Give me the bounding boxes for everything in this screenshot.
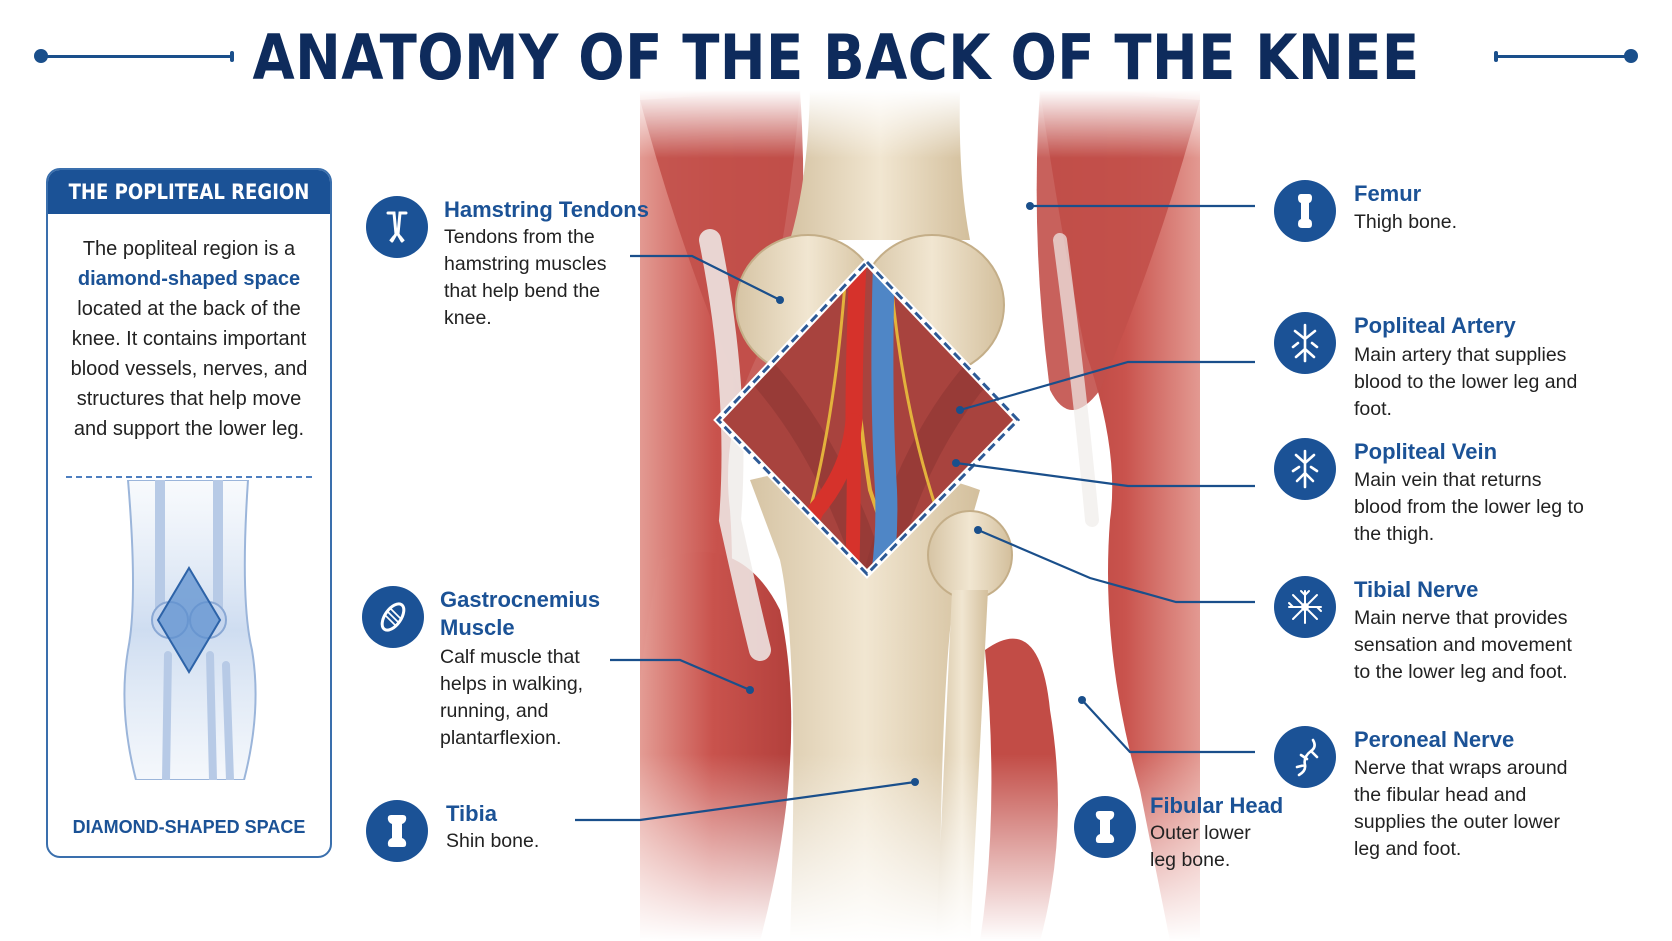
label-title: Fibular Head [1150, 793, 1284, 818]
label-description: Main artery that supplies blood to the l… [1354, 344, 1578, 420]
label-title: Tibial Nerve [1354, 577, 1479, 602]
tendon-icon [366, 196, 428, 258]
label-tibia: Tibia Shin bone. [366, 800, 566, 870]
page-title: ANATOMY OF THE BACK OF THE KNEE [252, 21, 1420, 94]
muscle-icon [362, 586, 424, 648]
label-title: Tibia [446, 801, 497, 826]
title-left-line [44, 55, 232, 58]
panel-divider [66, 476, 312, 478]
label-femur: Femur Thigh bone. [1274, 180, 1474, 250]
bone-icon [366, 800, 428, 862]
artery-icon [1274, 312, 1336, 374]
label-title: Peroneal Nerve [1354, 727, 1515, 752]
panel-text-before: The popliteal region is a [82, 238, 296, 260]
label-gastrocnemius-muscle: Gastrocnemius Muscle Calf muscle that he… [362, 586, 622, 756]
label-description: Nerve that wraps around the fibular head… [1354, 757, 1568, 860]
label-title: Popliteal Vein [1354, 439, 1498, 464]
label-title: Popliteal Artery [1354, 313, 1516, 338]
label-description: Outer lower leg bone. [1150, 822, 1251, 871]
label-description: Thigh bone. [1354, 211, 1457, 233]
panel-highlight: diamond-shaped space [77, 268, 301, 290]
title-left-tick [230, 51, 234, 62]
label-popliteal-artery: Popliteal Artery Main artery that suppli… [1274, 312, 1577, 422]
panel-text-after: located at the back of the knee. It cont… [70, 298, 308, 440]
label-title-line1: Gastrocnemius [440, 587, 601, 612]
title-right-line [1496, 55, 1632, 58]
bone-icon [1074, 796, 1136, 858]
label-description: Main nerve that provides sensation and m… [1354, 607, 1572, 683]
label-hamstring-tendons: Hamstring Tendons Tendons from the hamst… [366, 196, 656, 336]
label-tibial-nerve: Tibial Nerve Main nerve that provides se… [1274, 576, 1574, 686]
panel-caption: DIAMOND-SHAPED SPACE [72, 817, 306, 837]
title-right-dot [1624, 49, 1638, 63]
panel-description: The popliteal region is a diamond-shaped… [48, 214, 330, 444]
label-description: Calf muscle that helps in walking, runni… [440, 646, 584, 749]
nerve-icon [1274, 726, 1336, 788]
popliteal-region-panel: THE POPLITEAL REGION The popliteal regio… [46, 168, 332, 858]
title-row: ANATOMY OF THE BACK OF THE KNEE [0, 18, 1672, 98]
bone-icon [1274, 180, 1336, 242]
label-peroneal-nerve: Peroneal Nerve Nerve that wraps around t… [1274, 726, 1574, 866]
panel-heading: THE POPLITEAL REGION [48, 170, 330, 214]
knee-diagram-illustration [123, 480, 257, 780]
label-description: Shin bone. [446, 830, 540, 852]
label-popliteal-vein: Popliteal Vein Main vein that returns bl… [1274, 438, 1584, 548]
title-left-dot [34, 49, 48, 63]
vein-icon [1274, 438, 1336, 500]
label-title-line2: Muscle [440, 615, 515, 640]
label-description: Main vein that returns blood from the lo… [1354, 469, 1584, 545]
label-title: Femur [1354, 181, 1422, 206]
label-title: Hamstring Tendons [444, 197, 649, 222]
nerve-icon [1274, 576, 1336, 638]
label-description: Tendons from the hamstring muscles that … [444, 226, 607, 329]
label-fibular-head: Fibular Head Outer lower leg bone. [1074, 793, 1283, 886]
